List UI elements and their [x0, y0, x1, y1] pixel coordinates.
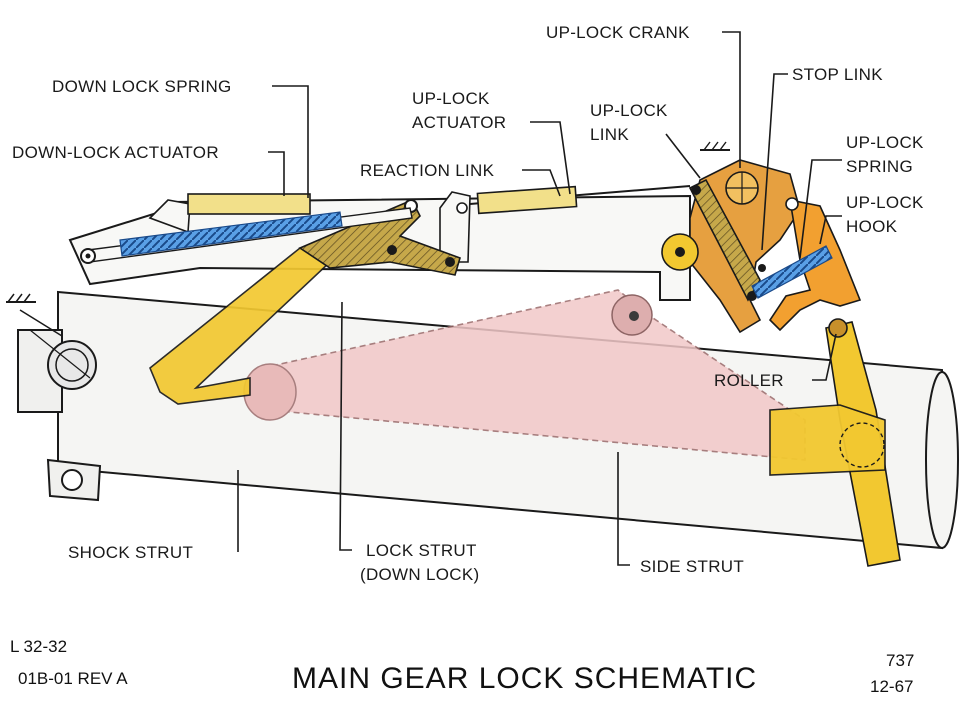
label-roller: ROLLER: [714, 371, 784, 390]
label-down-lock-spring: DOWN LOCK SPRING: [52, 77, 232, 96]
label-up-lock-link-line2: LINK: [590, 125, 629, 144]
lock-strut-upper: [298, 198, 461, 276]
label-up-lock-crank: UP-LOCK CRANK: [546, 23, 690, 42]
diagram-title: MAIN GEAR LOCK SCHEMATIC: [292, 662, 757, 695]
up-lock-spring: [751, 245, 833, 299]
label-down-lock-actuator: DOWN-LOCK ACTUATOR: [12, 143, 219, 162]
up-lock-link: [688, 178, 761, 302]
label-shock-strut: SHOCK STRUT: [68, 543, 193, 562]
label-up-lock-link-line1: UP-LOCK: [590, 101, 668, 120]
roller-arm: [769, 318, 901, 567]
crank-ground-icon: [700, 141, 730, 151]
label-up-lock-spring-line1: UP-LOCK: [846, 133, 924, 152]
roller-icon: [828, 318, 848, 338]
down-lock-spring: [80, 207, 413, 264]
label-up-lock-hook-line2: HOOK: [846, 217, 898, 236]
up-lock-actuator: [469, 185, 691, 215]
footer-code-line2: 01B-01 REV A: [18, 669, 128, 688]
pivot-bearing-icon: [47, 340, 97, 390]
label-lock-strut-line1: LOCK STRUT: [366, 541, 477, 560]
label-side-strut: SIDE STRUT: [640, 557, 744, 576]
footer-date: 12-67: [870, 677, 913, 696]
label-up-lock-hook-line1: UP-LOCK: [846, 193, 924, 212]
footer-code-line1: L 32-32: [10, 637, 67, 656]
label-up-lock-actuator-line2: ACTUATOR: [412, 113, 506, 132]
ground-hatch-icon: [6, 293, 36, 303]
label-reaction-link: REACTION LINK: [360, 161, 495, 180]
leader-lines: [237, 31, 842, 566]
label-up-lock-spring-line2: SPRING: [846, 157, 913, 176]
label-stop-link: STOP LINK: [792, 65, 883, 84]
label-up-lock-actuator-line1: UP-LOCK: [412, 89, 490, 108]
lower-lug: [46, 458, 102, 502]
footer-model: 737: [886, 651, 914, 670]
label-lock-strut-line2: (DOWN LOCK): [360, 565, 479, 584]
down-lock-actuator: [187, 193, 311, 215]
